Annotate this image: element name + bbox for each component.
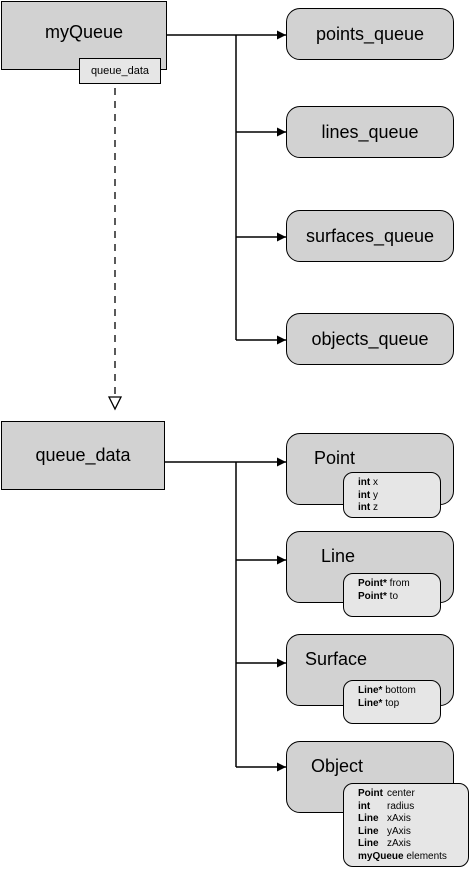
field-row: Line* top xyxy=(358,697,400,709)
field-row: Line* bottom xyxy=(358,685,416,696)
point-class-title: Point xyxy=(314,448,356,468)
point-fields-box: int x int y int z xyxy=(343,472,441,518)
queue-data-label: queue_data xyxy=(35,445,131,465)
queue-data-box: queue_data xyxy=(1,421,165,490)
field-row: int y xyxy=(358,489,378,501)
surface-class-title: Surface xyxy=(305,649,368,669)
myqueue-label: myQueue xyxy=(44,22,124,42)
queue-data-member-tag: queue_data xyxy=(79,58,161,84)
field-row: Point* to xyxy=(358,590,399,602)
points-queue-label: points_queue xyxy=(315,23,425,44)
queue-data-member-label: queue_data xyxy=(90,65,150,77)
object-class-title: Object xyxy=(311,756,364,776)
top-connector-tree xyxy=(167,30,286,345)
field-row: int x xyxy=(358,477,378,488)
lines-queue-label: lines_queue xyxy=(321,121,419,142)
field-row: int z xyxy=(358,502,378,513)
line-class-title: Line xyxy=(321,546,356,566)
surfaces-queue-box: surfaces_queue xyxy=(286,210,454,262)
field-row: myQueue elements xyxy=(358,850,447,862)
surfaces-queue-label: surfaces_queue xyxy=(305,225,435,246)
objects-queue-label: objects_queue xyxy=(311,328,429,349)
bottom-connector-tree xyxy=(165,457,286,772)
lines-queue-box: lines_queue xyxy=(286,106,454,158)
points-queue-box: points_queue xyxy=(286,8,454,60)
surface-fields-box: Line* bottom Line* top xyxy=(343,680,441,724)
line-fields-box: Point* from Point* to xyxy=(343,573,441,617)
dashed-dependency-arrow xyxy=(107,88,123,411)
field-row: Point* from xyxy=(358,578,410,589)
objects-queue-box: objects_queue xyxy=(286,313,454,365)
